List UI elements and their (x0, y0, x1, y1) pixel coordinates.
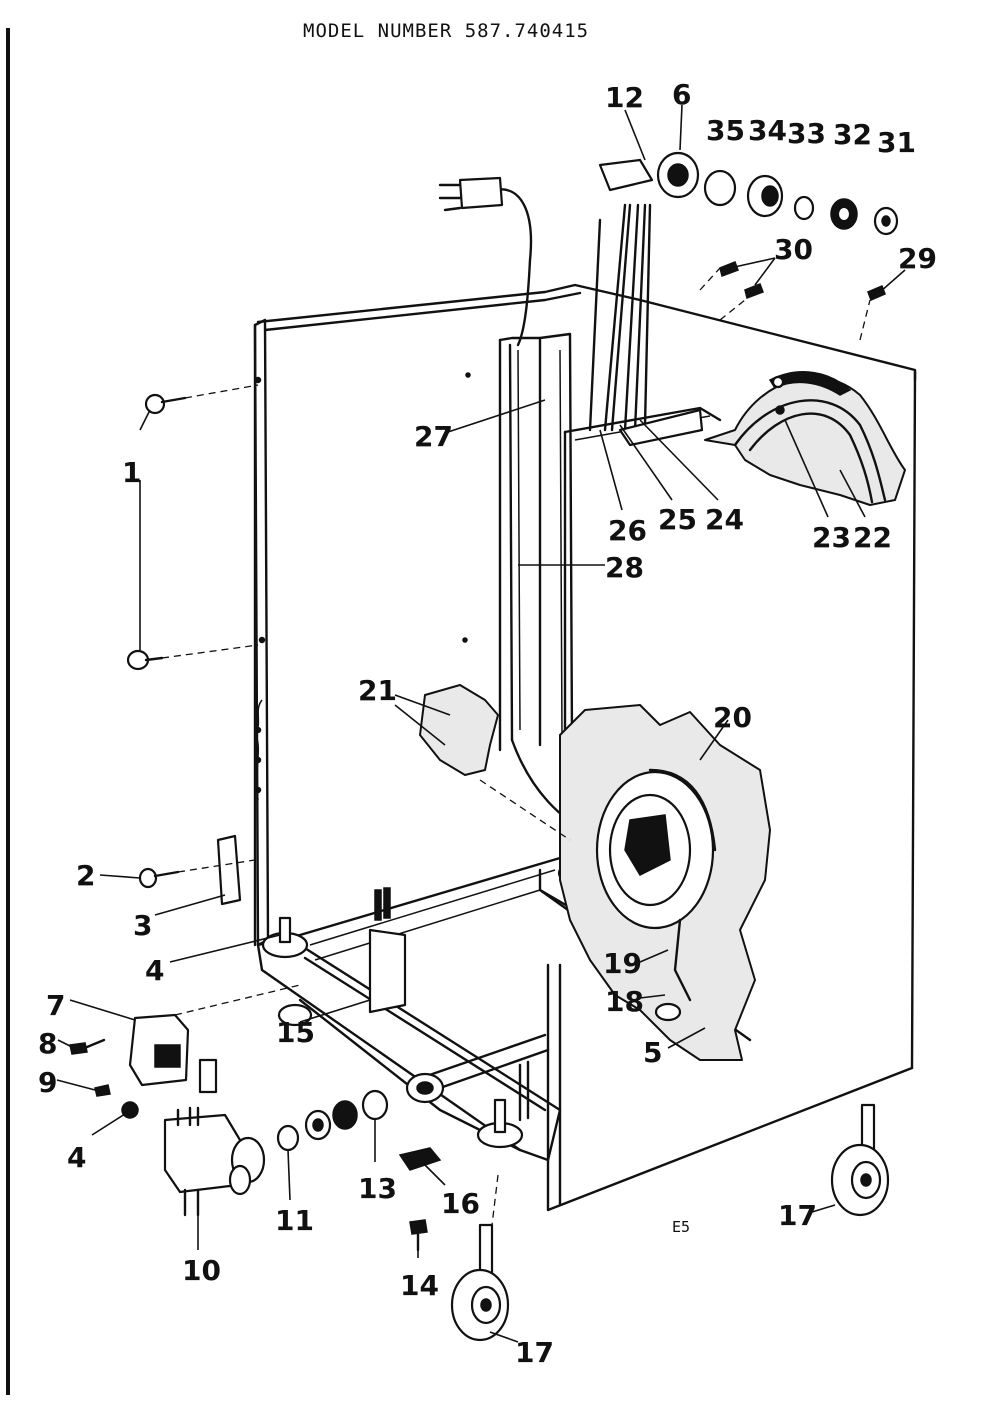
callout-23: 23 (812, 521, 851, 554)
callout-8: 8 (38, 1027, 57, 1060)
callout-10: 10 (182, 1254, 221, 1287)
callout-29: 29 (898, 242, 937, 275)
callout-4-lower: 4 (67, 1141, 86, 1174)
leader-lines (56, 104, 906, 1343)
callout-34: 34 (748, 114, 787, 147)
timer-wire-harness (588, 203, 704, 447)
callout-33: 33 (787, 117, 826, 150)
callout-1: 1 (122, 456, 141, 489)
callout-31: 31 (877, 126, 916, 159)
bracket-part (216, 834, 242, 906)
callout-30: 30 (774, 233, 813, 266)
assembly-guide-lines (161, 267, 871, 1226)
callout-14: 14 (400, 1269, 439, 1302)
callout-25: 25 (658, 503, 697, 536)
callout-7: 7 (46, 989, 65, 1022)
callout-16: 16 (441, 1187, 480, 1220)
heater-housing-detail (704, 371, 906, 506)
callout-21: 21 (358, 674, 397, 707)
callout-24: 24 (705, 503, 744, 536)
callout-4-upper: 4 (145, 954, 164, 987)
callout-22: 22 (853, 521, 892, 554)
motor-detail (559, 704, 771, 1061)
callout-15: 15 (276, 1016, 315, 1049)
callout-17-front: 17 (515, 1336, 554, 1369)
caster-wheel-front (450, 1223, 510, 1342)
callout-12: 12 (605, 81, 644, 114)
callout-6: 6 (672, 78, 691, 111)
callout-26: 26 (608, 514, 647, 547)
callout-28: 28 (605, 551, 644, 584)
callout-35: 35 (706, 114, 745, 147)
callout-18: 18 (605, 985, 644, 1018)
callout-27: 27 (414, 420, 453, 453)
callout-19: 19 (603, 947, 642, 980)
callout-5: 5 (643, 1036, 662, 1069)
callout-13: 13 (358, 1172, 397, 1205)
callout-labels: 12 6 35 34 33 32 31 30 29 27 26 25 24 23… (38, 78, 937, 1369)
model-number-title: MODEL NUMBER 587.740415 (303, 20, 590, 42)
callout-32: 32 (833, 118, 872, 151)
callout-17-rear: 17 (778, 1199, 817, 1232)
timer-assembly (598, 151, 899, 236)
torn-panel-piece (419, 684, 499, 776)
power-cord (438, 176, 533, 347)
callout-11: 11 (275, 1204, 314, 1237)
callout-20: 20 (713, 701, 752, 734)
callout-9: 9 (38, 1066, 57, 1099)
callout-3: 3 (133, 909, 152, 942)
page-code-label: E5 (672, 1218, 691, 1236)
caster-wheel-rear (830, 1103, 890, 1217)
callout-2: 2 (76, 859, 95, 892)
cabinet-frame (253, 283, 917, 1212)
